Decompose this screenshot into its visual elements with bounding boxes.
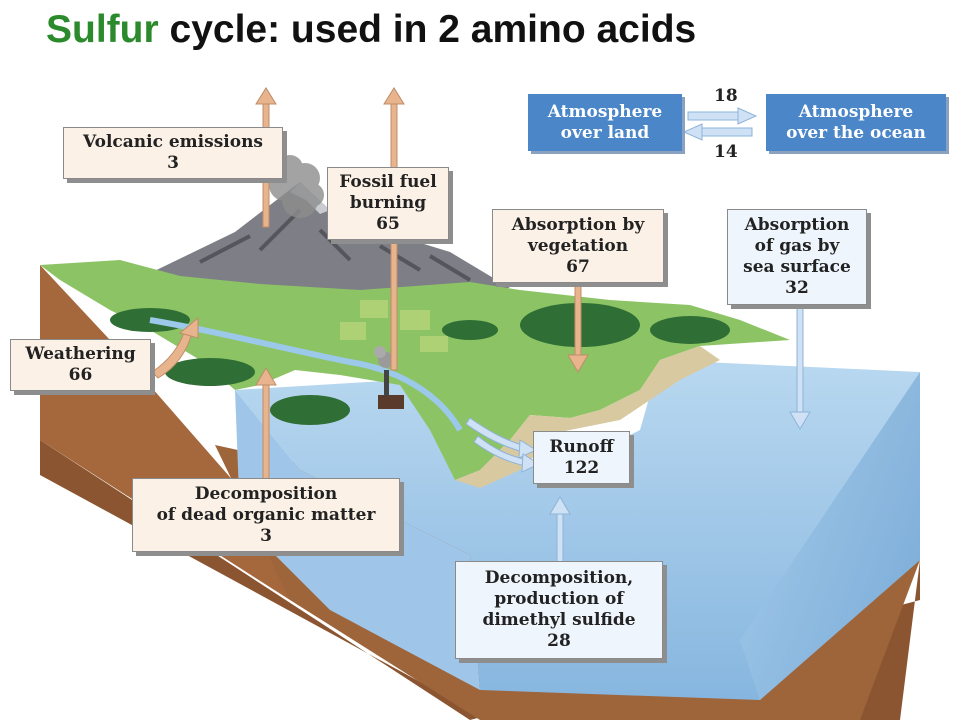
runoff-arrow-1-head [518,439,538,459]
sea-gas-name-3: sea surface [743,257,851,277]
vegetation-absorption-label: Absorption by vegetation 67 [492,209,664,283]
sea-gas-absorption-label: Absorption of gas by sea surface 32 [727,209,867,305]
vegetation-name-2: vegetation [527,235,629,256]
sea-gas-arrow-shaft [796,307,804,414]
fossil-fuel-label: Fossil fuel burning 65 [327,167,449,240]
fossil-arrow-head [383,87,405,105]
page-title: Sulfur cycle: used in 2 amino acids [46,8,696,52]
mountain-ridges [199,208,472,282]
runoff-name: Runoff [549,436,614,457]
volcanic-value: 3 [167,153,179,173]
title-rest: cycle: used in 2 amino acids [158,8,697,51]
atmosphere-land-box: Atmosphere over land [528,94,682,151]
decomposition-sea-label: Decomposition, production of dimethyl su… [455,561,663,659]
atm-arrow-to-land-shaft [699,127,753,137]
atm-arrow-to-land-head [682,123,703,141]
runoff-arrow-2-head [521,453,541,473]
sea-gas-value: 32 [785,278,809,298]
decomposition-land-label: Decomposition of dead organic matter 3 [132,478,400,552]
atm-flux-to-ocean: 18 [714,86,738,106]
volcanic-arrow-head [255,87,277,105]
decomp-sea-name-1: Decomposition, [484,568,634,588]
ocean-right-face [740,372,920,700]
decomp-land-arrow-shaft [262,383,270,481]
weathering-value: 66 [68,365,93,385]
fossil-name-2: burning [349,193,427,213]
volcanic-emissions-label: Volcanic emissions 3 [63,127,283,179]
vegetation-name-1: Absorption by [511,214,645,235]
ocean-water [235,360,920,700]
atm-flux-to-land: 14 [714,142,738,162]
decomp-sea-value: 28 [547,631,571,651]
flux-arrows-sea [465,107,811,563]
river [149,317,463,432]
decomp-sea-arrow-shaft [556,511,564,563]
volcanic-name: Volcanic emissions [82,132,263,152]
atmosphere-ocean-line2: over the ocean [786,122,926,143]
decomp-sea-name-2: production of [494,589,624,609]
vegetation-arrow-shaft [574,284,582,356]
fossil-name-1: Fossil fuel [339,172,437,192]
sea-gas-name-1: Absorption [744,215,850,235]
decomp-sea-arrow-head [549,496,571,515]
volcanic-plume [269,155,324,218]
weathering-label: Weathering 66 [10,339,151,391]
atmosphere-land-line2: over land [560,122,650,143]
atmosphere-ocean-box: Atmosphere over the ocean [766,94,946,151]
decomp-land-arrow-head [255,367,277,386]
atmosphere-ocean-line1: Atmosphere [798,101,914,122]
decomp-sea-name-3: dimethyl sulfide [482,610,636,630]
sea-gas-arrow-head [789,411,811,430]
vegetation-value: 67 [566,256,590,277]
atm-arrow-to-ocean-head [737,107,758,125]
fossil-value: 65 [376,214,400,234]
decomp-land-value: 3 [260,525,272,546]
runoff-label: Runoff 122 [533,431,630,484]
weathering-name: Weathering [25,344,136,364]
farm-fields [340,300,448,352]
atm-arrow-to-ocean-shaft [687,111,741,121]
decomp-land-name-1: Decomposition [194,483,338,504]
atmosphere-land-line1: Atmosphere [547,101,663,122]
title-accent: Sulfur [46,8,159,51]
vegetation-arrow-head [567,354,589,373]
decomp-land-name-2: of dead organic matter [156,504,376,525]
runoff-value: 122 [563,457,600,478]
weathering-arrow-head [178,316,199,339]
factory [374,346,404,409]
sea-gas-name-2: of gas by [754,236,840,256]
